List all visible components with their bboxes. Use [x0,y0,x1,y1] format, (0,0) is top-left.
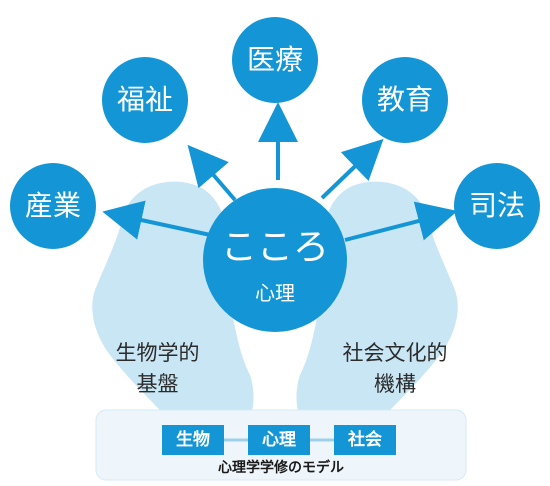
model-box-society: 社会 [334,425,396,455]
arrow-to-sangyo [102,200,216,240]
basis-right-line1: 社会文化的 [342,341,448,365]
center-circle [203,188,347,332]
basis-left-line1: 生物学的 [115,341,200,365]
model-box-biology: 生物 [162,425,224,455]
field-label-shiho: 司法 [468,189,525,222]
field-circle-shiho [454,163,540,249]
model-box-psychology: 心理 [248,425,310,455]
field-circle-kyoiku [362,57,448,143]
arrow-to-shiho [344,201,458,242]
arrow-to-kyoiku [320,138,384,200]
center-subtitle: 心理 [255,281,295,305]
field-label-sangyo: 産業 [24,189,81,222]
field-circle-fukushi [102,57,188,143]
model-caption: 心理学学修のモデル [218,460,344,476]
arrow-to-fukushi [187,144,237,202]
basis-right-line2: 機構 [374,372,416,396]
center-title: こころ [220,227,329,268]
basis-left: 生物学的 基盤 [100,338,215,400]
field-circle-sangyo [10,163,96,249]
basis-right: 社会文化的 機構 [330,338,460,400]
field-label-kyoiku: 教育 [376,83,433,116]
field-label-fukushi: 福祉 [116,83,173,116]
basis-left-line2: 基盤 [136,372,179,396]
field-circle-iryo [232,17,318,103]
field-label-iryo: 医療 [246,43,303,76]
